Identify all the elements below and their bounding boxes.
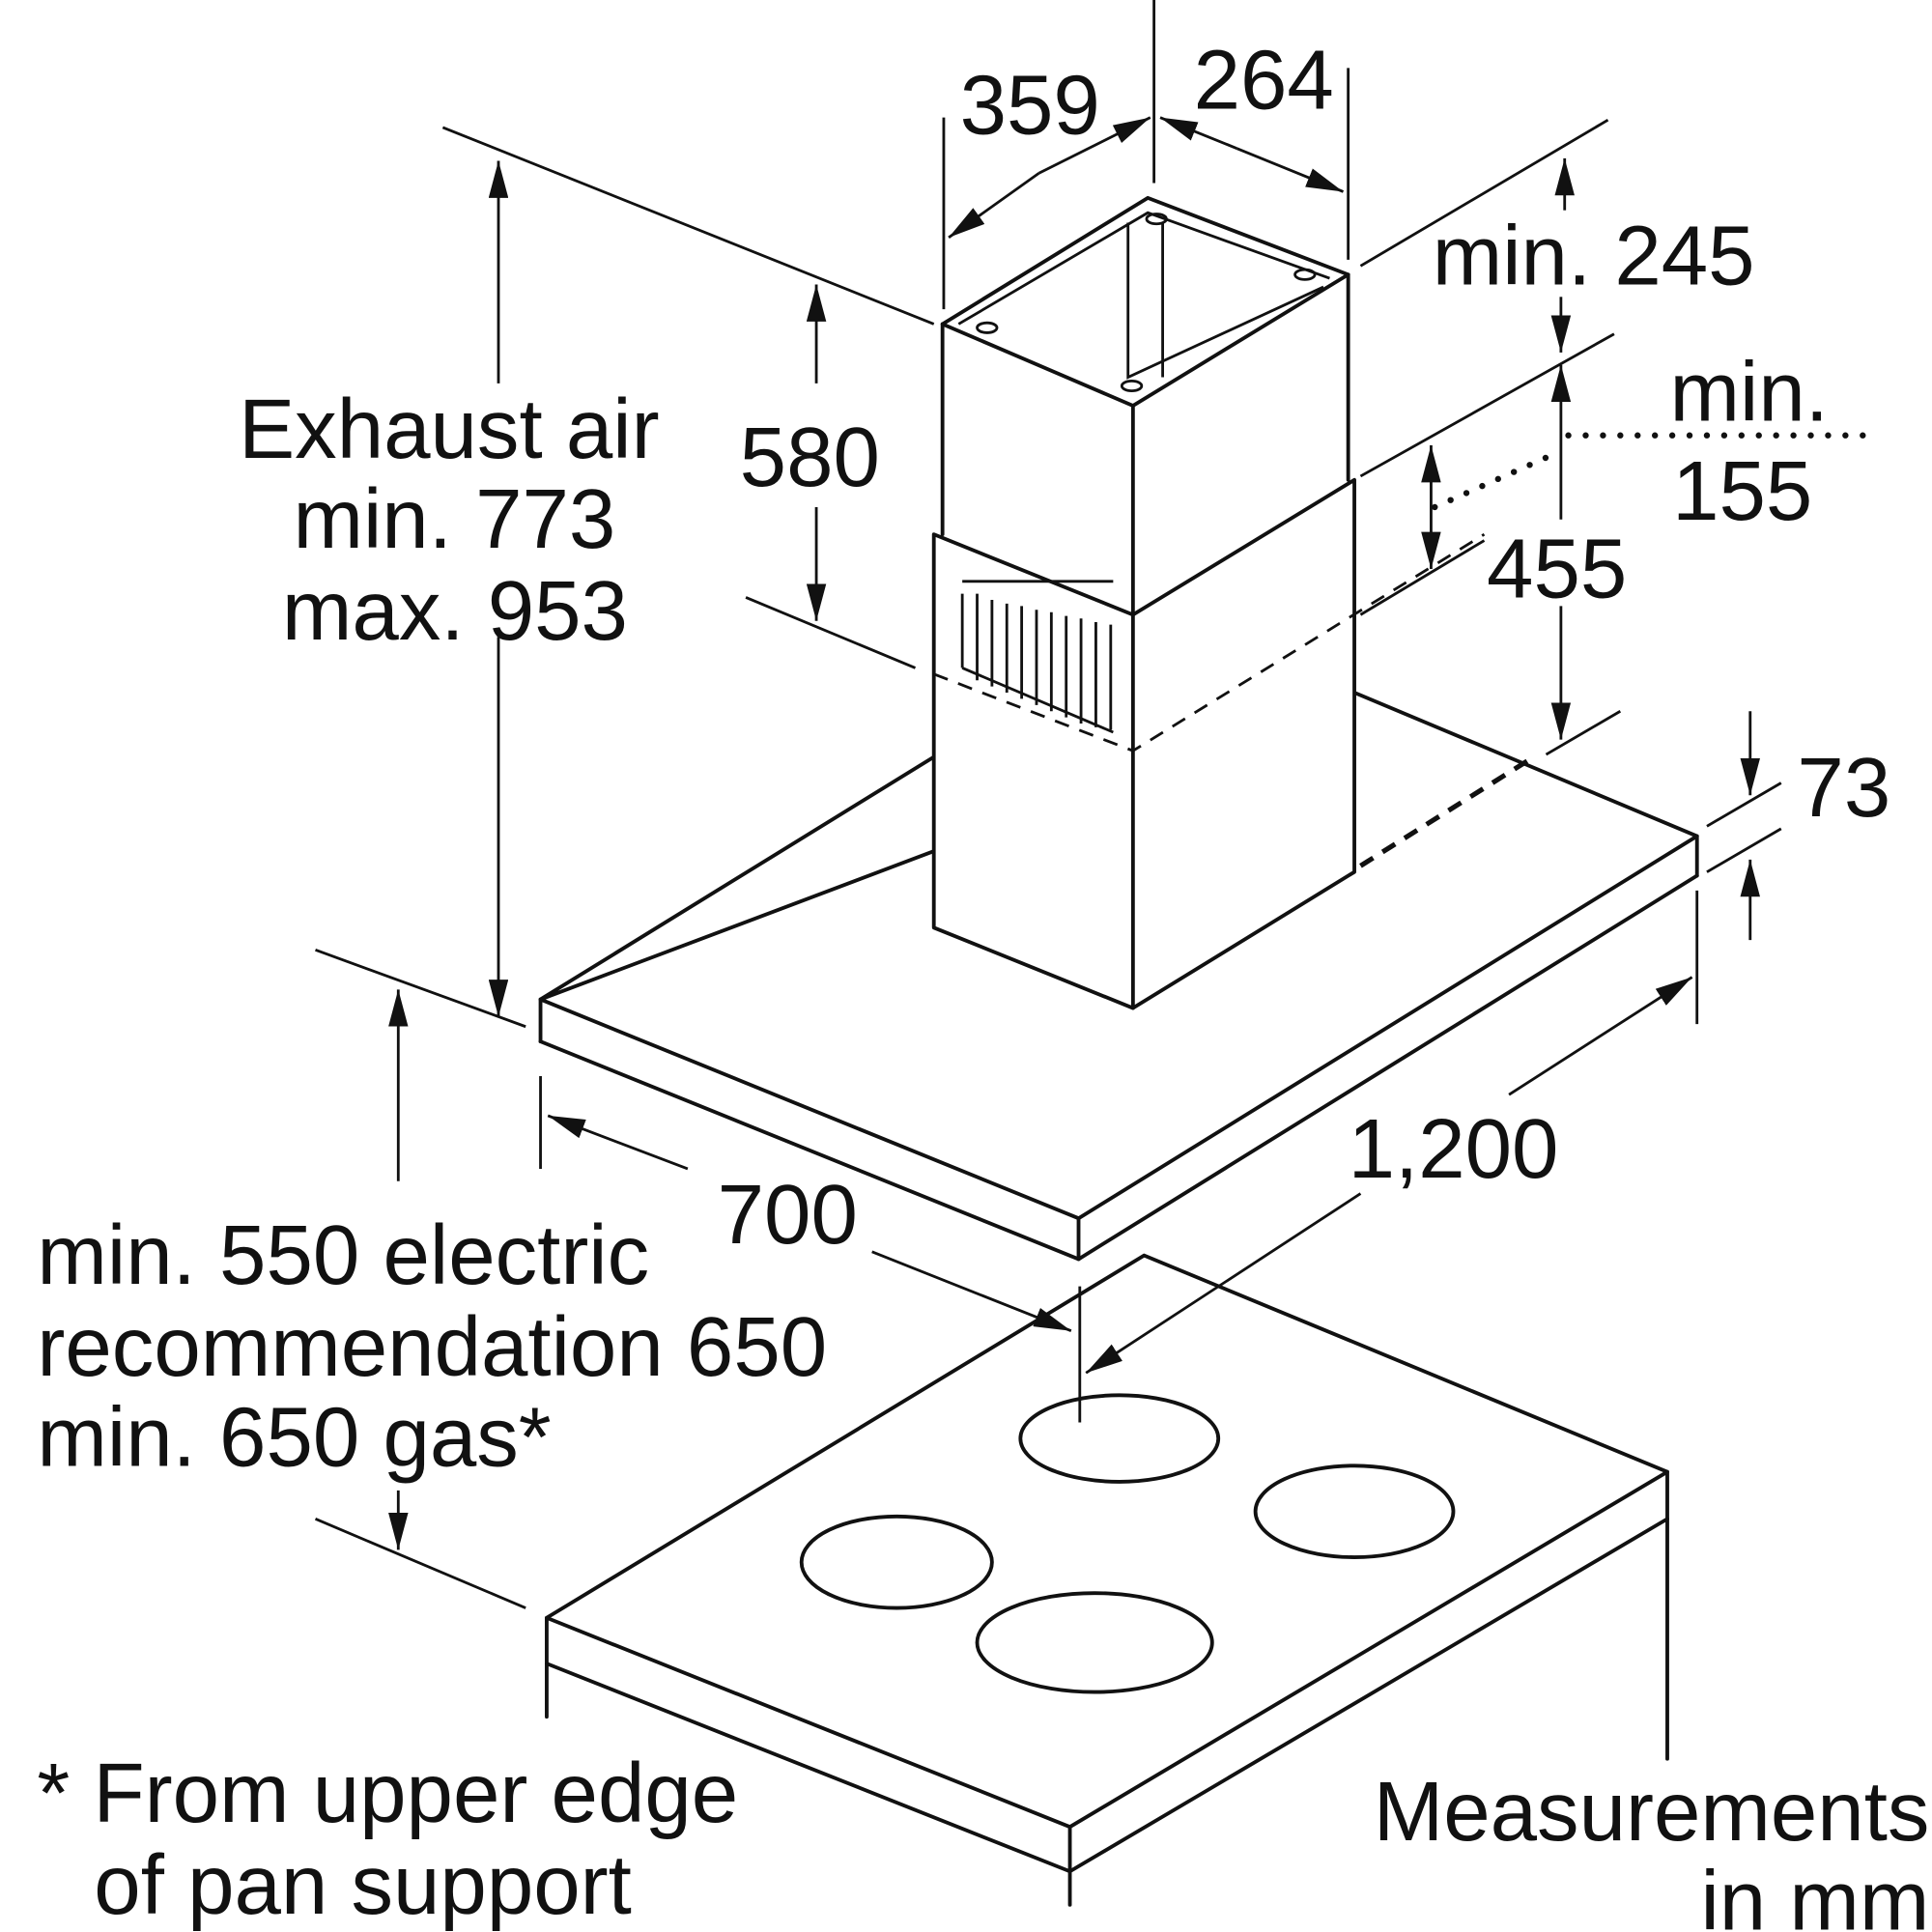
clearance-label-2: recommendation 650: [37, 1300, 827, 1394]
burner: [1253, 1463, 1456, 1559]
dotted-clearance-label-2: 155: [1672, 444, 1812, 538]
footnote-line-2: of pan support: [94, 1838, 632, 1932]
canopy-width-label: 1,200: [1349, 1102, 1559, 1196]
chimney-depth-label: 359: [960, 58, 1100, 152]
exhaust-label-2: min. 773: [293, 472, 615, 566]
burner: [975, 1591, 1214, 1694]
chimney-width-label: 264: [1194, 34, 1334, 128]
hood-canopy: [538, 691, 1699, 1262]
clearance-label-3: min. 650 gas*: [37, 1390, 551, 1484]
top-clearance-label: min. 245: [1433, 209, 1755, 302]
burner: [1018, 1393, 1221, 1484]
clearance-label-1: min. 550 electric: [37, 1208, 649, 1302]
cooktop: [545, 1253, 1669, 1907]
units-line-1: Measurements: [1374, 1765, 1930, 1859]
dimension-arrows: [388, 116, 1761, 1550]
extension-lines: [314, 0, 1782, 1609]
units-line-2: in mm: [1700, 1854, 1929, 1932]
dotted-clearance-line: [1432, 432, 1884, 511]
chimney-overlap-label: 455: [1487, 522, 1627, 615]
lower-chimney: [931, 477, 1486, 1010]
exhaust-label-3: max. 953: [282, 564, 628, 658]
canopy-thickness-label: 73: [1797, 741, 1890, 835]
exhaust-label-1: Exhaust air: [239, 383, 659, 476]
chimney-upper-label: 580: [740, 411, 880, 504]
burner: [799, 1514, 994, 1610]
dotted-clearance-label-1: min.: [1670, 345, 1829, 439]
upper-chimney: [940, 195, 1350, 617]
canopy-depth-label: 700: [718, 1168, 858, 1262]
footnote-line-1: * From upper edge: [37, 1747, 738, 1840]
